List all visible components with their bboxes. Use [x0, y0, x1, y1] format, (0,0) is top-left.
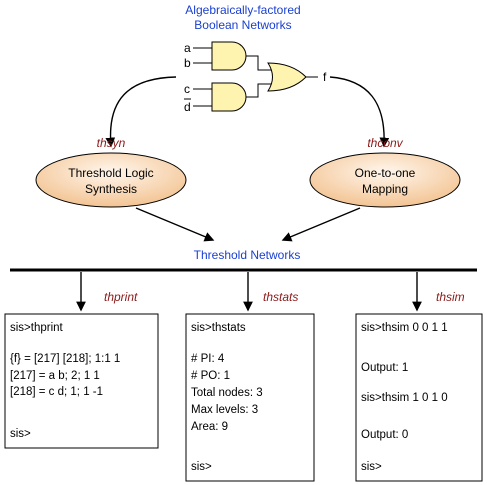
thprint-line-2: {f} = [217] [218]; 1:1 1: [10, 353, 120, 365]
thsim-line-4: Output: 0: [361, 429, 408, 441]
arrow-mapping-to-networks: [281, 207, 361, 242]
wire-and2-to-or: [246, 83, 272, 98]
mapping-label-line1: One-to-one: [355, 166, 416, 180]
arrow-to-synthesis: [105, 76, 177, 148]
thstats-terminal-box: [185, 313, 315, 482]
diagram-title-line2: Boolean Networks: [194, 18, 291, 32]
thstats-line-6: Area: 9: [191, 421, 228, 433]
synthesis-label-line1: Threshold Logic: [68, 166, 153, 180]
thprint-line-1: sis>thprint: [10, 322, 64, 334]
thprint-line-5: sis>: [10, 428, 31, 440]
thsim-line-2: Output: 1: [361, 362, 408, 374]
diagram-title-line1: Algebraically-factored: [185, 3, 300, 17]
thprint-line-4: [218] = c d; 1; 1 -1: [10, 386, 103, 398]
mapping-label-line2: Mapping: [362, 182, 408, 196]
arrow-synthesis-to-networks: [135, 207, 215, 242]
threshold-logic-synthesis-ellipse: [35, 152, 187, 208]
input-d-label: d: [184, 100, 191, 114]
thprint-terminal-box: [4, 313, 159, 449]
thstats-line-2: # PI: 4: [191, 353, 225, 365]
thstats-line-4: Total nodes: 3: [191, 387, 263, 399]
thstats-line-5: Max levels: 3: [191, 404, 258, 416]
thsim-label: thsim: [436, 290, 465, 304]
thsim-terminal-box: [355, 313, 483, 482]
thconv-label: thconv: [367, 136, 403, 150]
thprint-label: thprint: [104, 290, 138, 304]
wire-and1-to-or: [246, 55, 272, 71]
output-f-label: f: [323, 70, 327, 84]
thstats-label: thstats: [263, 290, 298, 304]
thsim-line-5: sis>: [361, 461, 382, 473]
arrow-to-mapping: [329, 76, 390, 148]
and-gate-2: [211, 82, 247, 112]
and-gate-1: [211, 41, 247, 71]
synthesis-label-line2: Synthesis: [85, 182, 137, 196]
thsim-line-3: sis>thsim 1 0 1 0: [361, 392, 448, 404]
threshold-networks-label: Threshold Networks: [194, 248, 301, 262]
thsyn-label: thsyn: [97, 136, 126, 150]
one-to-one-mapping-ellipse: [309, 152, 461, 208]
input-b-label: b: [184, 56, 191, 70]
thstats-line-3: # PO: 1: [191, 370, 230, 382]
input-a-label: a: [184, 41, 191, 55]
thsim-line-1: sis>thsim 0 0 1 1: [361, 322, 448, 334]
thprint-line-3: [217] = a b; 2; 1 1: [10, 370, 100, 382]
thstats-line-7: sis>: [191, 461, 212, 473]
input-c-label: c: [184, 82, 190, 96]
or-gate: [267, 62, 307, 92]
thstats-line-1: sis>thstats: [191, 322, 246, 334]
